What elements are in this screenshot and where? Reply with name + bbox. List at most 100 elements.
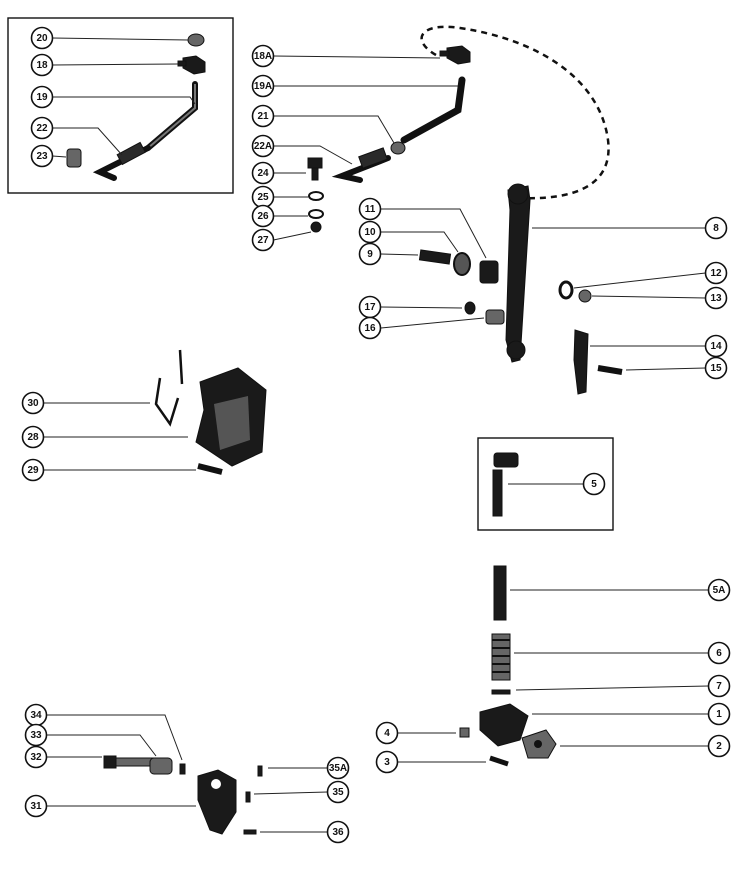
callout-circle [21, 425, 45, 449]
callout-circle [251, 44, 275, 68]
leader-lines [36, 37, 709, 833]
callout-circle [251, 134, 275, 158]
leader-line-9 [380, 253, 419, 256]
callout-28: 28 [21, 425, 45, 449]
part-33-spring [149, 757, 173, 775]
callout-number: 9 [367, 249, 373, 260]
part-23-bushing [66, 148, 82, 168]
callout-number: 23 [36, 151, 48, 162]
part-35-pin [245, 791, 251, 803]
leader-line-18A [273, 55, 441, 59]
part-4-nut [459, 727, 470, 738]
callout-number: 34 [30, 710, 42, 721]
callout-20: 20 [30, 26, 54, 50]
callout-circle [21, 458, 45, 482]
callout-23: 23 [30, 144, 54, 168]
callout-circle [358, 197, 382, 221]
callout-number: 19A [254, 81, 272, 92]
callout-circle [704, 334, 728, 358]
callout-circle [375, 721, 399, 745]
callout-5: 5 [582, 472, 606, 496]
part-35A-pin [257, 765, 263, 777]
part-18A-block [439, 45, 471, 65]
callout-number: 6 [716, 648, 722, 659]
callout-number: 19 [36, 92, 48, 103]
part-31-bracket [197, 769, 237, 835]
leader-line-18 [52, 63, 179, 66]
part-drawings [66, 25, 623, 835]
callout-number: 10 [364, 227, 376, 238]
part-3-screw [489, 755, 509, 767]
callout-15: 15 [704, 356, 728, 380]
leader-line-20 [52, 37, 189, 41]
part-18-block [177, 55, 206, 75]
dashed-cable [420, 25, 610, 200]
part-15-screw [597, 365, 623, 375]
callout-circle [30, 26, 54, 50]
callout-circle [30, 53, 54, 77]
part-8-lever [505, 183, 531, 363]
callout-34: 34 [24, 703, 48, 727]
callout-circle [358, 242, 382, 266]
part-10-washer [453, 252, 471, 276]
part-17-nut [464, 301, 476, 315]
callout-number: 14 [710, 341, 722, 352]
callout-circle [30, 85, 54, 109]
callout-circle [707, 702, 731, 726]
callout-number: 36 [332, 827, 344, 838]
callout-1: 1 [707, 702, 731, 726]
part-12-washer [558, 280, 574, 300]
callout-circle [358, 220, 382, 244]
callout-19: 19 [30, 85, 54, 109]
callout-number: 25 [257, 192, 269, 203]
callout-number: 11 [365, 204, 376, 215]
callout-circle [375, 750, 399, 774]
callout-13: 13 [704, 286, 728, 310]
callout-26: 26 [251, 204, 275, 228]
callout-number: 28 [27, 432, 39, 443]
callout-circle [704, 216, 728, 240]
leader-line-27 [273, 231, 312, 241]
leader-line-10 [370, 231, 459, 253]
callout-number: 26 [257, 211, 269, 222]
callout-circle [326, 756, 350, 780]
part-14-handle [573, 329, 589, 395]
part-27-nut [310, 221, 322, 233]
callout-8: 8 [704, 216, 728, 240]
callout-number: 35A [329, 763, 347, 774]
callout-18: 18 [30, 53, 54, 77]
callout-32: 32 [24, 745, 48, 769]
callout-number: 3 [384, 757, 390, 768]
callout-number: 13 [710, 293, 722, 304]
part-5A-bolt [493, 565, 507, 621]
part-20-nut [187, 33, 205, 47]
callout-number: 4 [384, 728, 390, 739]
callout-11: 11 [358, 197, 382, 221]
callout-number: 32 [30, 752, 42, 763]
callout-number: 18 [36, 60, 48, 71]
callout-number: 1 [716, 709, 722, 720]
callout-circle [251, 228, 275, 252]
part-2-clamp [521, 729, 557, 759]
part-22A-rod-bend [331, 147, 391, 183]
callout-24: 24 [251, 161, 275, 185]
part-9-stud [418, 249, 452, 265]
part-19A-rod [400, 76, 466, 144]
leader-line-15 [625, 367, 706, 371]
callout-number: 12 [710, 268, 722, 279]
callout-6: 6 [707, 641, 731, 665]
callout-5A: 5A [707, 578, 731, 602]
callout-29: 29 [21, 458, 45, 482]
callout-circle [704, 356, 728, 380]
callout-circle [326, 780, 350, 804]
callout-number: 27 [257, 235, 269, 246]
callout-circle [251, 104, 275, 128]
callout-number: 29 [27, 465, 39, 476]
part-34-pin [179, 763, 186, 775]
part-11-bushing [479, 260, 499, 284]
callout-18A: 18A [251, 44, 275, 68]
callout-7: 7 [707, 674, 731, 698]
callout-circle [358, 316, 382, 340]
part-5-pin [492, 452, 519, 517]
callout-labels: 201819222318A19A2122A2425262781110912131… [21, 26, 731, 844]
